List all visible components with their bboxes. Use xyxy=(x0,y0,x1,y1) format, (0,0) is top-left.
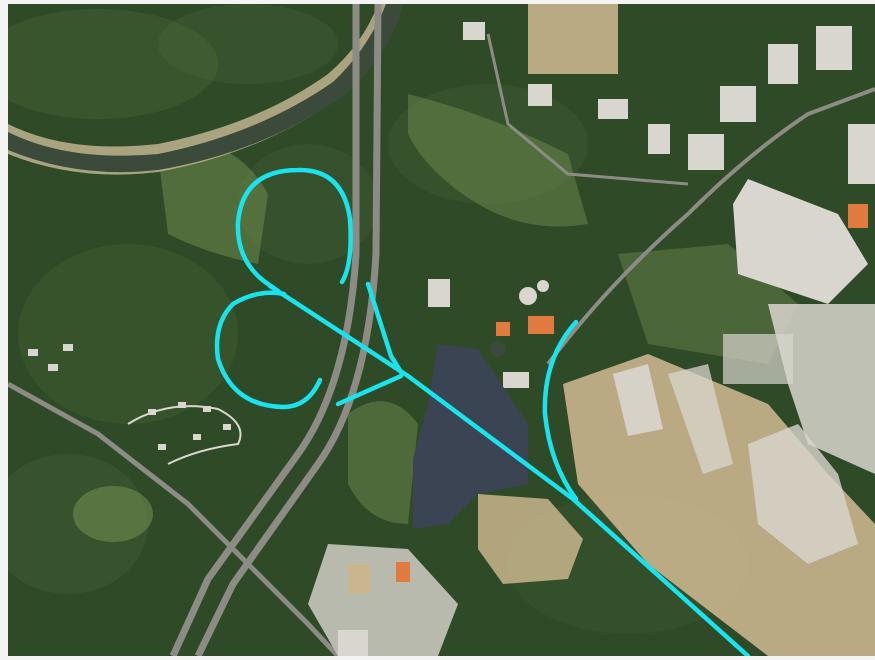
residential-area-west xyxy=(28,344,242,465)
flight-path-loop-upper xyxy=(235,167,353,294)
flight-path-main-track xyxy=(267,283,751,656)
flight-path-spur-north xyxy=(365,281,404,375)
airport-facility xyxy=(563,179,875,656)
flight-path-loop-lower xyxy=(214,290,323,410)
satellite-map[interactable] xyxy=(8,4,875,656)
river xyxy=(8,4,403,175)
local-road xyxy=(8,33,875,656)
satellite-map-canvas xyxy=(8,4,875,656)
flight-path-overlay xyxy=(214,167,751,656)
commercial-area-north xyxy=(463,4,875,184)
commercial-area-south xyxy=(308,494,583,656)
highway xyxy=(169,4,382,656)
treatment-plant xyxy=(428,279,554,388)
solar-farm xyxy=(413,344,528,529)
flight-path-spur-south xyxy=(335,373,404,407)
flight-path-arc-east xyxy=(542,319,579,502)
